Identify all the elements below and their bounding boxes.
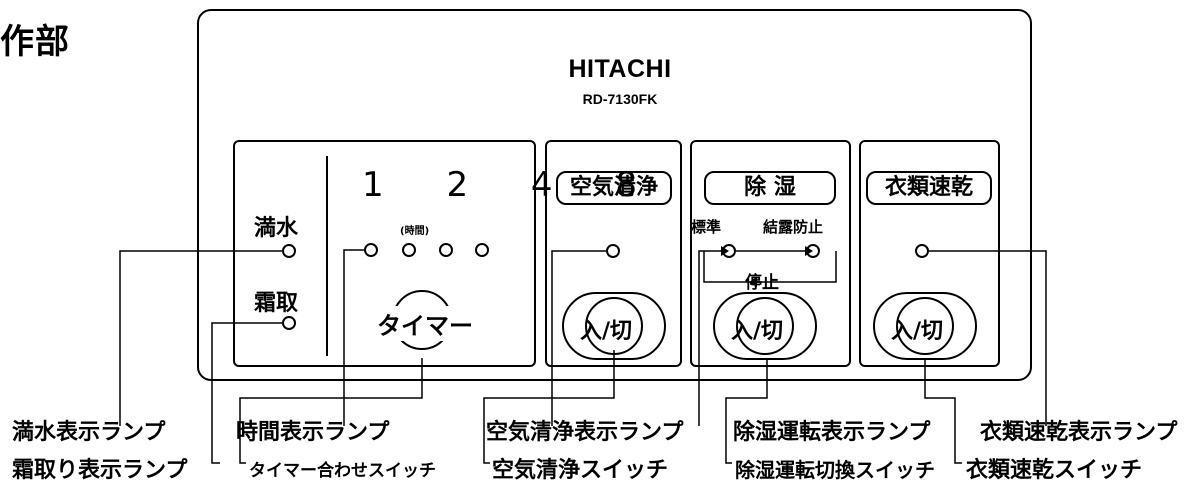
brand-logo: HITACHI bbox=[568, 55, 672, 83]
hours-unit-label: (時間) bbox=[400, 226, 430, 237]
time-lamp-2 bbox=[402, 243, 416, 257]
caption-time-lamp: 時間表示ランプ bbox=[236, 420, 390, 445]
dehumidify-switch-ring bbox=[736, 297, 794, 355]
caption-laundry-switch: 衣類速乾スイッチ bbox=[966, 458, 1143, 483]
caption-dehumidify-switch: 除湿運転切換スイッチ bbox=[735, 458, 935, 482]
time-lamp-8 bbox=[475, 243, 489, 257]
air-clean-switch-label: 入/切 bbox=[580, 319, 633, 344]
section-title: 作部 bbox=[0, 22, 70, 62]
laundry-section bbox=[859, 140, 1000, 367]
caption-air-clean-lamp: 空気清浄表示ランプ bbox=[486, 420, 684, 445]
caption-dehumidify-lamp: 除湿運転表示ランプ bbox=[733, 420, 931, 445]
timer-section bbox=[233, 140, 536, 367]
caption-full-water-lamp: 満水表示ランプ bbox=[12, 420, 166, 445]
timer-divider bbox=[326, 156, 328, 356]
laundry-switch-label: 入/切 bbox=[891, 319, 944, 344]
dehumidify-section bbox=[690, 140, 851, 367]
dehumidify-switch-label: 入/切 bbox=[731, 319, 784, 344]
caption-laundry-lamp: 衣類速乾表示ランプ bbox=[980, 420, 1178, 445]
model-number: RD-7130FK bbox=[582, 91, 658, 107]
caption-air-clean-switch: 空気清浄スイッチ bbox=[492, 458, 669, 483]
caption-timer-switch: タイマー合わせスイッチ bbox=[249, 461, 436, 481]
timer-button[interactable]: タイマー bbox=[375, 306, 475, 341]
defrost-lamp bbox=[282, 316, 296, 330]
caption-defrost-lamp: 霜取り表示ランプ bbox=[12, 458, 188, 483]
stop-label: 停止 bbox=[745, 273, 779, 293]
air-clean-lamp bbox=[606, 244, 620, 258]
air-clean-title: 空気清浄 bbox=[556, 171, 672, 205]
laundry-title: 衣類速乾 bbox=[866, 171, 992, 205]
full-water-lamp bbox=[282, 244, 296, 258]
defrost-label: 霜取 bbox=[254, 291, 299, 316]
laundry-switch-ring bbox=[896, 297, 954, 355]
time-lamp-4 bbox=[439, 243, 453, 257]
anti-condensation-label: 結露防止 bbox=[763, 218, 824, 236]
full-water-label: 満水 bbox=[254, 216, 299, 241]
dehumidify-switch[interactable] bbox=[713, 292, 817, 360]
time-lamp-1 bbox=[364, 243, 378, 257]
standard-label: 標準 bbox=[691, 218, 722, 236]
laundry-switch[interactable] bbox=[873, 292, 977, 360]
dehumidify-title: 除 湿 bbox=[704, 171, 836, 205]
